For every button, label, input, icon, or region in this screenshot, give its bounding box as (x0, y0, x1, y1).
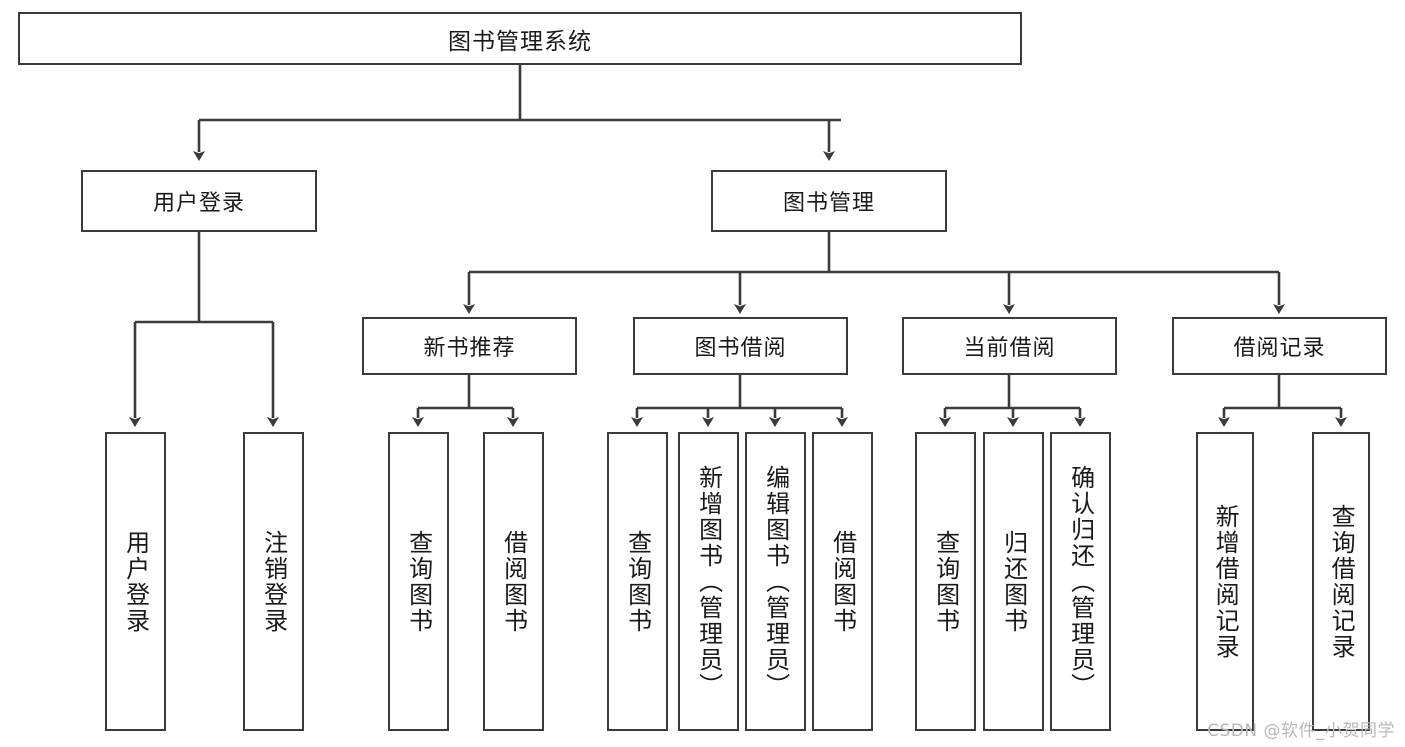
node-leaf-query-book-1[interactable]: 查询图书 (388, 432, 449, 731)
node-user-login[interactable]: 用户登录 (81, 170, 317, 232)
node-leaf-user-logout-label: 注销登录 (259, 529, 288, 634)
node-leaf-query-book-2-label: 查询图书 (623, 529, 652, 634)
node-leaf-user-login-label: 用户登录 (121, 529, 150, 634)
node-leaf-confirm-return[interactable]: 确认归还（管理员） (1050, 432, 1111, 731)
node-new-book-rec-label: 新书推荐 (423, 336, 516, 361)
node-leaf-borrow-book-2[interactable]: 借阅图书 (812, 432, 873, 731)
node-leaf-borrow-book-1[interactable]: 借阅图书 (483, 432, 544, 731)
node-leaf-add-record[interactable]: 新增借阅记录 (1196, 432, 1254, 731)
node-leaf-query-record[interactable]: 查询借阅记录 (1312, 432, 1370, 731)
node-leaf-query-record-label: 查询借阅记录 (1327, 503, 1356, 660)
node-leaf-user-logout[interactable]: 注销登录 (243, 432, 304, 731)
node-leaf-edit-book-label: 编辑图书（管理员） (761, 464, 790, 699)
node-leaf-query-book-1-label: 查询图书 (404, 529, 433, 634)
node-leaf-add-record-label: 新增借阅记录 (1211, 503, 1240, 660)
node-current-borrow[interactable]: 当前借阅 (902, 317, 1117, 375)
node-book-manage[interactable]: 图书管理 (711, 170, 947, 232)
node-leaf-query-book-2[interactable]: 查询图书 (607, 432, 668, 731)
watermark: CSDN @软件_小贺同学 (1207, 721, 1395, 741)
node-leaf-borrow-book-2-label: 借阅图书 (828, 529, 857, 634)
node-leaf-user-login[interactable]: 用户登录 (105, 432, 166, 731)
node-new-book-rec[interactable]: 新书推荐 (362, 317, 577, 375)
node-leaf-confirm-return-label: 确认归还（管理员） (1066, 464, 1095, 699)
node-leaf-return-book-label: 归还图书 (999, 529, 1028, 634)
node-user-login-label: 用户登录 (152, 191, 245, 216)
node-leaf-query-book-3-label: 查询图书 (931, 529, 960, 634)
node-leaf-add-book[interactable]: 新增图书（管理员） (678, 432, 739, 731)
node-borrow-record[interactable]: 借阅记录 (1172, 317, 1387, 375)
node-leaf-borrow-book-1-label: 借阅图书 (499, 529, 528, 634)
node-leaf-return-book[interactable]: 归还图书 (983, 432, 1044, 731)
node-book-manage-label: 图书管理 (782, 191, 875, 216)
node-leaf-edit-book[interactable]: 编辑图书（管理员） (745, 432, 806, 731)
node-book-borrow[interactable]: 图书借阅 (633, 317, 848, 375)
node-root-label: 图书管理系统 (448, 28, 592, 55)
node-current-borrow-label: 当前借阅 (963, 336, 1056, 361)
node-book-borrow-label: 图书借阅 (694, 336, 787, 361)
node-borrow-record-label: 借阅记录 (1233, 336, 1326, 361)
node-leaf-query-book-3[interactable]: 查询图书 (915, 432, 976, 731)
node-root[interactable]: 图书管理系统 (18, 12, 1022, 65)
node-leaf-add-book-label: 新增图书（管理员） (694, 464, 723, 699)
